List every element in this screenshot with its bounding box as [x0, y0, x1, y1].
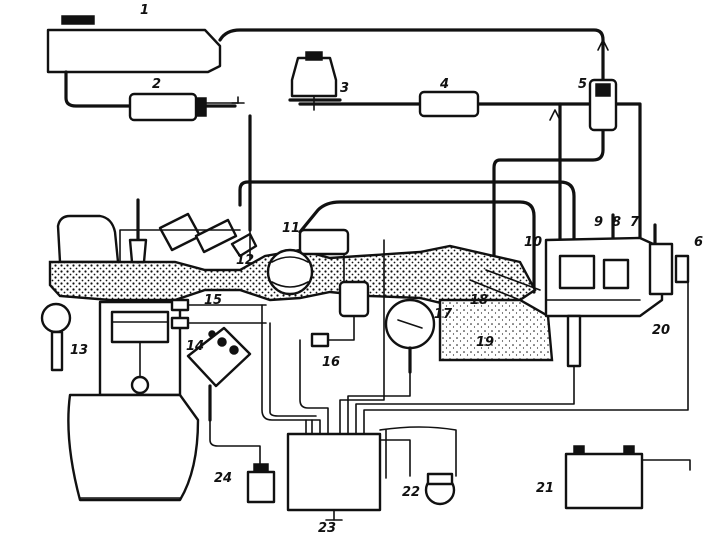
pressure-regulator [549, 39, 618, 132]
label-22: 22 [402, 485, 420, 500]
engine-sensor-13 [40, 302, 72, 372]
label-13: 13 [70, 343, 88, 358]
component-labels: 1 2 3 4 5 6 7 8 9 10 11 12 13 14 15 16 1… [70, 3, 703, 536]
label-1: 1 [140, 3, 149, 18]
battery [564, 445, 691, 510]
label-12: 12 [236, 253, 254, 268]
label-23: 23 [318, 521, 336, 536]
label-17: 17 [434, 307, 453, 322]
cylinder-head-valves [128, 198, 258, 264]
air-flow-sensor [384, 298, 436, 374]
label-4: 4 [439, 77, 449, 92]
fuel-filter [418, 90, 480, 118]
distributor [186, 326, 252, 422]
label-2: 2 [152, 77, 161, 92]
wiring-harness [119, 119, 689, 479]
label-18: 18 [470, 293, 488, 308]
relay-24 [246, 463, 276, 504]
label-16: 16 [322, 355, 340, 370]
electronic-control-unit [286, 432, 382, 521]
label-11: 11 [282, 221, 300, 236]
label-5: 5 [578, 77, 587, 92]
relay [288, 51, 342, 111]
injector-rail [544, 236, 690, 368]
sensors-14-15 [170, 298, 267, 330]
label-10: 10 [524, 235, 542, 250]
label-8: 8 [612, 215, 621, 230]
label-19: 19 [476, 335, 494, 350]
engine-block [48, 214, 537, 502]
label-15: 15 [204, 293, 222, 308]
label-24: 24 [214, 471, 232, 486]
label-20: 20 [652, 323, 670, 338]
label-21: 21 [536, 481, 554, 496]
label-14: 14 [186, 339, 204, 354]
throttle-body [298, 228, 370, 348]
label-3: 3 [340, 81, 349, 96]
fuel-tank [46, 15, 222, 74]
ignition-coil [424, 472, 456, 506]
label-9: 9 [594, 215, 603, 230]
fuel-pump [128, 92, 245, 122]
air-intake [438, 269, 554, 362]
label-6: 6 [694, 235, 703, 250]
label-7: 7 [630, 215, 640, 230]
